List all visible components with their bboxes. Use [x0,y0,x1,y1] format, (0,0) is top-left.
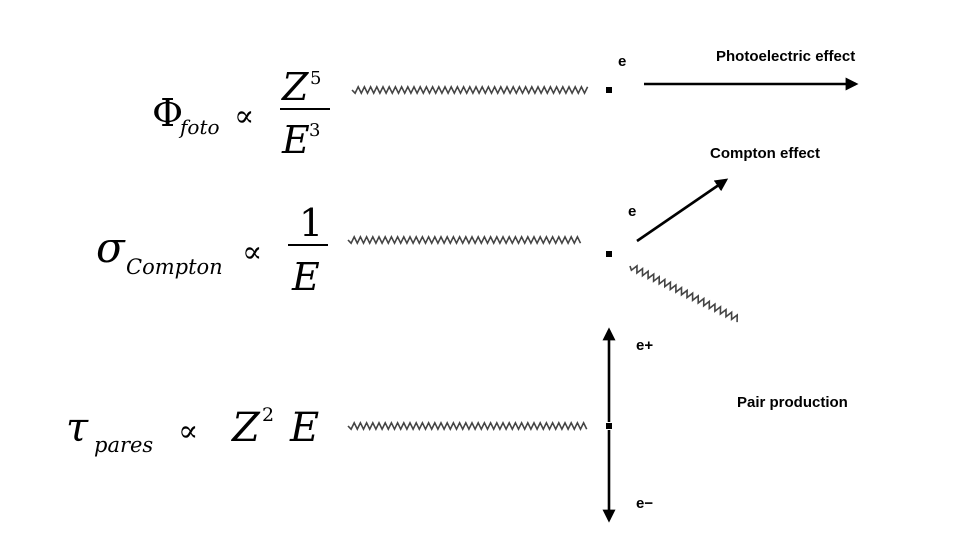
compton-formula: σ Compton ∝ 1 E [96,201,328,299]
z-exponent: 2 [262,404,274,426]
electron-label-photoelectric: e [618,53,626,70]
proportional-symbol: ∝ [178,414,198,449]
proportional-symbol: ∝ [234,99,254,134]
e-denominator: E [291,255,320,299]
proportional-symbol: ∝ [242,235,262,270]
photon-wave-pair [347,420,588,432]
electron-label-pair: e− [636,495,653,512]
z-exponent: 5 [310,68,321,89]
electron-arrow-compton [636,178,729,243]
z-numerator: Z [281,65,309,109]
one-numerator: 1 [299,201,323,245]
pair-formula: τ pares ∝ Z 2 E [66,404,319,457]
e-denominator: E [281,118,310,162]
pares-subscript: pares [94,433,153,457]
compton-subscript: Compton [126,255,223,279]
atom-dot-pair [606,423,612,429]
photon-wave-photoelectric [351,84,589,96]
atom-dot-photoelectric [606,87,612,93]
scattered-photon-wave [629,264,739,323]
e-exponent: 3 [309,120,320,141]
sigma-symbol: σ [96,223,126,272]
z-base: Z [230,405,261,451]
tau-symbol: τ [66,405,89,451]
foto-subscript: foto [178,115,220,139]
photon-wave-compton [347,234,582,246]
pair-production-label: Pair production [737,394,848,411]
phi-symbol: Φ [152,91,183,135]
atom-dot-compton [606,251,612,257]
positron-label: e+ [636,337,653,354]
photoelectric-formula: Φ foto ∝ Z 5 E 3 [152,65,330,162]
compton-label: Compton effect [710,145,820,162]
electron-label-compton: e [628,203,636,220]
e-factor: E [289,405,319,451]
photoelectric-label: Photoelectric effect [716,48,855,65]
